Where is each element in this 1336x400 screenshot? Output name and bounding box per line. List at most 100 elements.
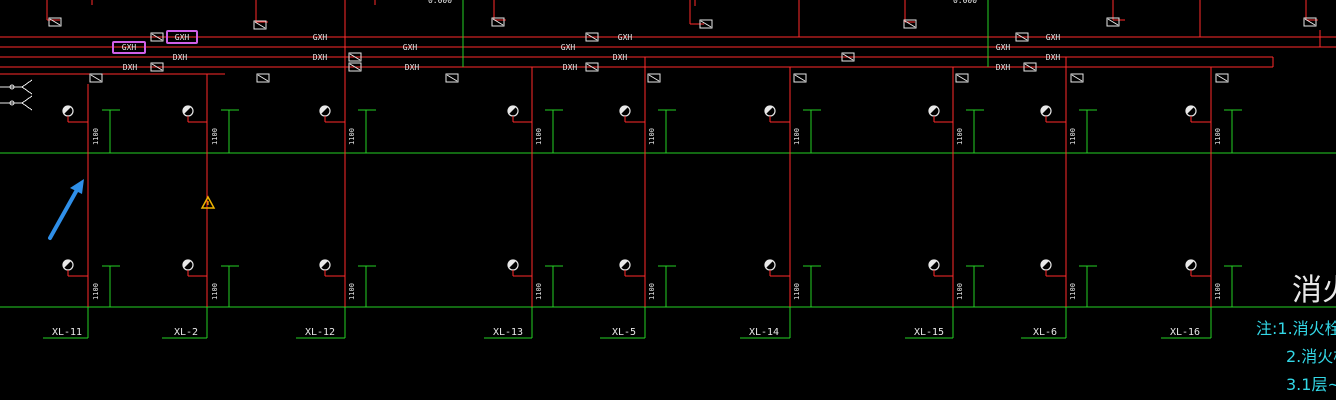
hydrant-fill (928, 105, 937, 114)
valve-icon (1023, 62, 1037, 72)
valve-body (955, 73, 969, 83)
valve-icon (1070, 73, 1084, 83)
valve-body (150, 62, 164, 72)
hydrant-icon (62, 105, 74, 117)
valve-icon (1215, 73, 1229, 83)
hydrant-fill (320, 106, 328, 114)
riser-label: XL-6 (1033, 327, 1057, 338)
valve-icon (150, 62, 164, 72)
pipe-label-gxh: GXH (1046, 33, 1061, 42)
hydrant-icon (619, 105, 631, 117)
dimension-text: 1100 (956, 283, 964, 300)
valve-slash (492, 18, 504, 26)
valve-slash (842, 53, 854, 61)
hydrant-icon (764, 259, 776, 271)
hydrant-fill (764, 105, 773, 114)
dimension-text: 1100 (348, 128, 356, 145)
hydrant-icon (1040, 105, 1052, 117)
dimension-text: 1100 (211, 128, 219, 145)
hydrant-icon (507, 105, 519, 117)
valve-body (841, 52, 855, 62)
hydrant-fill (928, 259, 937, 268)
inlet-fixture-icon (0, 79, 33, 111)
valve-slash (90, 74, 102, 82)
dimension-text: 1100 (92, 283, 100, 300)
overlay-markers: GXH GXH (0, 30, 216, 240)
hydrant-icon (1185, 105, 1197, 117)
hydrant-icon (507, 259, 519, 271)
valve-slash (446, 74, 458, 82)
valve-icon (955, 73, 969, 83)
valve-icon (348, 62, 362, 72)
horizontal-pipe-network (0, 0, 1336, 75)
dimension-text: 1100 (92, 128, 100, 145)
valve-slash (257, 74, 269, 82)
valve-icon (1106, 17, 1120, 27)
pipe-label-dxh: DXH (996, 63, 1011, 72)
valve-body (585, 62, 599, 72)
valve-symbols (48, 17, 1317, 83)
pipe-label-gxh: GXH (313, 33, 328, 42)
valve-icon (348, 52, 362, 62)
valve-body (150, 32, 164, 42)
valve-slash (49, 18, 61, 26)
fixture-line (21, 79, 33, 88)
hydrant-fill (764, 259, 773, 268)
note-line-2: 2.消火栓 (1286, 347, 1336, 366)
pipe-label-gxh: GXH (175, 33, 190, 42)
valve-body (903, 19, 917, 29)
valve-slash (586, 33, 598, 41)
dimension-text: 1100 (348, 283, 356, 300)
hydrant-icon (182, 259, 194, 271)
pipe-label-dxh: DXH (613, 53, 628, 62)
riser-label: XL-13 (493, 327, 523, 338)
highlight-rect (166, 30, 198, 44)
fixture-node (9, 100, 15, 106)
pipe-label-dxh: DXH (173, 53, 188, 62)
hydrant-fill (507, 259, 516, 268)
fixture-line (21, 86, 33, 95)
hydrant-fill (320, 260, 328, 268)
hydrant-fill (182, 259, 191, 268)
fixture-node (9, 84, 15, 90)
valve-body (1023, 62, 1037, 72)
hydrant-fill (1186, 106, 1194, 114)
hydrant-fill (62, 105, 71, 114)
valve-body (647, 73, 661, 83)
riser-label: XL-12 (305, 327, 335, 338)
pipe-label-dxh: DXH (405, 63, 420, 72)
valve-slash (254, 21, 266, 29)
valve-icon (903, 19, 917, 29)
dimension-text: 1100 (1069, 128, 1077, 145)
valve-icon (445, 73, 459, 83)
highlight-box-gxh: GXH (112, 41, 146, 54)
dimension-text: 1100 (648, 128, 656, 145)
valve-slash (349, 53, 361, 61)
riser-label: XL-2 (174, 327, 198, 338)
riser-label: XL-11 (52, 327, 82, 338)
fixture-line (21, 102, 33, 111)
valve-body (491, 17, 505, 27)
dimension-text: 1100 (1214, 283, 1222, 300)
pipe-label-dxh: DXH (563, 63, 578, 72)
valve-body (1070, 73, 1084, 83)
valve-slash (1304, 18, 1316, 26)
notes-area: 消火 注:1.消火栓栓 2.消火栓 3.1层~ (1256, 273, 1336, 394)
pipe-label-dxh: DXH (1046, 53, 1061, 62)
hydrant-icon (619, 259, 631, 271)
valve-slash (586, 63, 598, 71)
dimension-text: 1100 (535, 128, 543, 145)
valve-icon (89, 73, 103, 83)
valve-icon (256, 73, 270, 83)
valve-slash (1071, 74, 1083, 82)
riser-label: XL-15 (914, 327, 944, 338)
valve-icon (699, 19, 713, 29)
